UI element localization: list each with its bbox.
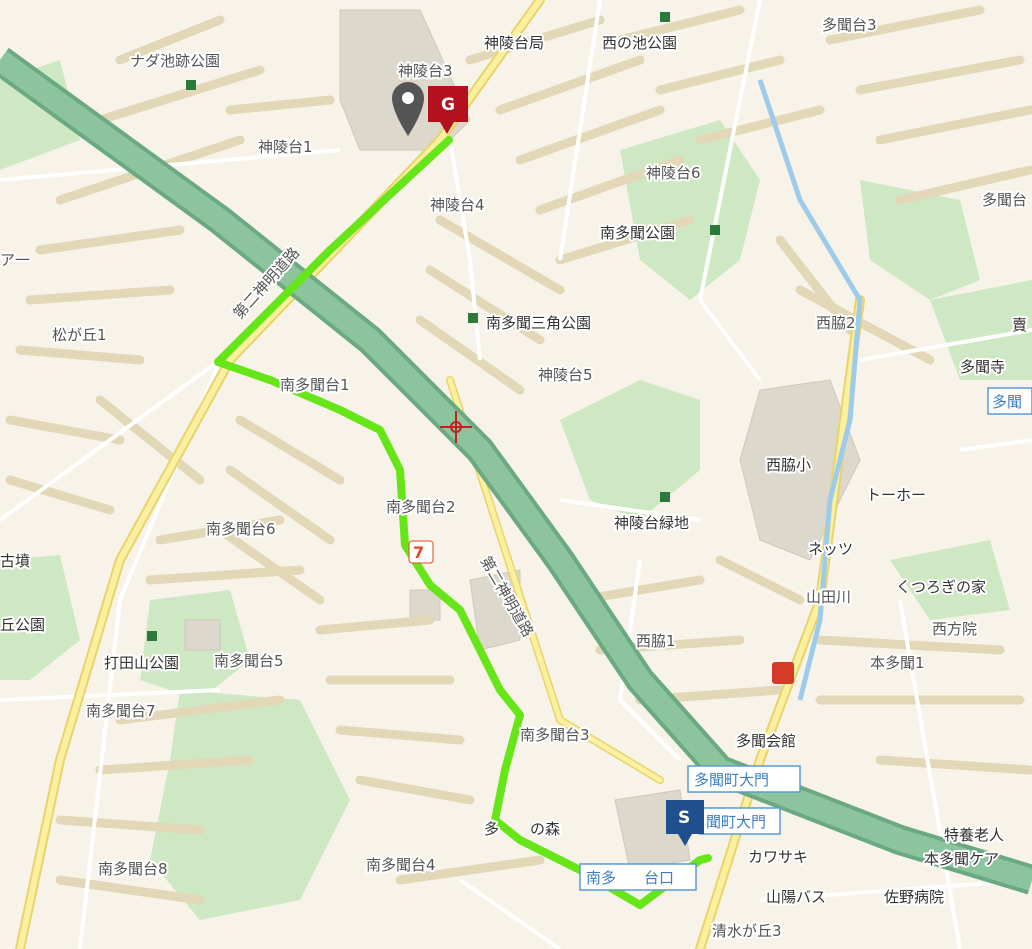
svg-text:多聞町大門: 多聞町大門 — [694, 771, 769, 789]
svg-text:聞町大門: 聞町大門 — [706, 813, 766, 831]
fast-food-icon — [772, 662, 794, 684]
park-icon — [710, 225, 720, 235]
poi-label: ア一 — [0, 251, 30, 269]
area-label: 神陵台5 — [538, 366, 593, 384]
poi-label: 南多聞三角公園 — [486, 314, 591, 332]
svg-text:南多: 南多 — [586, 869, 616, 887]
poi-label: 西の池公園 — [602, 34, 677, 52]
area-label: 神陵台6 — [646, 164, 701, 182]
poi-label: トーホー — [866, 486, 926, 504]
yamada-river — [757, 79, 863, 701]
poi-label: 佐野病院 — [884, 888, 944, 906]
poi-label: 西方院 — [932, 620, 977, 638]
poi-label: ナダ池跡公園 — [130, 52, 220, 70]
area-label: 多聞台3 — [822, 16, 877, 34]
poi-label: 賣 — [1012, 316, 1027, 334]
poi-label: 西脇小 — [766, 456, 811, 474]
area-label: 南多聞台2 — [386, 498, 456, 516]
station-label-tamoncho-daimon-2[interactable]: 聞町大門 — [699, 807, 781, 835]
poi-label: 古墳 — [0, 552, 30, 570]
poi-label: 特養老人 — [944, 826, 1004, 844]
svg-text:G: G — [441, 95, 455, 115]
park-icon — [468, 313, 478, 323]
area-label: 神陵台1 — [258, 138, 313, 156]
area-label: 松が丘1 — [52, 326, 107, 344]
poi-label: くつろぎの家 — [896, 578, 986, 596]
area-label: 本多聞1 — [870, 654, 925, 672]
expressway — [0, 47, 1032, 895]
park-icon — [147, 631, 157, 641]
area-label: 南多聞台1 — [280, 376, 350, 394]
poi-label: 山陽バス — [766, 888, 826, 906]
area-label: 神陵台3 — [398, 62, 453, 80]
park-icon — [660, 492, 670, 502]
poi-label: 多聞寺 — [960, 358, 1005, 376]
svg-text:台口: 台口 — [644, 869, 674, 887]
area-label: 清水が丘3 — [712, 922, 782, 940]
start-marker[interactable]: S — [666, 800, 704, 846]
park-icon — [660, 12, 670, 22]
river-label: 山田川 — [806, 588, 851, 606]
goal-marker[interactable]: G — [428, 86, 468, 134]
station-label-tamoncho-daimon[interactable]: 多聞町大門 — [687, 765, 801, 793]
area-label: 南多聞台4 — [366, 856, 436, 874]
area-label: 南多聞台5 — [214, 652, 284, 670]
location-pin-icon[interactable] — [392, 82, 424, 136]
poi-label: 本多聞ケア — [924, 850, 999, 868]
area-label: 南多聞台8 — [98, 860, 168, 878]
area-label: 神陵台4 — [430, 196, 485, 214]
area-label: 南多聞台7 — [86, 702, 156, 720]
svg-text:S: S — [678, 808, 690, 828]
area-label: 西脇2 — [816, 314, 856, 332]
svg-text:7: 7 — [413, 543, 424, 562]
park-icon — [186, 80, 196, 90]
poi-label: 神陵台局 — [484, 34, 544, 52]
poi-label: 丘公園 — [0, 616, 45, 634]
poi-label: 打田山公園 — [104, 654, 179, 672]
station-label-tamon-edge[interactable]: 多聞 — [987, 387, 1032, 415]
poi-label: 多 — [484, 820, 499, 838]
park-areas — [0, 60, 1032, 920]
street-grid — [5, 5, 1032, 905]
poi-label: ネッツ — [808, 540, 853, 558]
crosshair-icon — [440, 411, 472, 443]
poi-label: カワサキ — [748, 848, 808, 866]
station-label-minamitamondai-guchi[interactable]: 南多 台口 — [579, 863, 697, 891]
area-label: 南多聞台3 — [520, 726, 590, 744]
area-label: 南多聞台6 — [206, 520, 276, 538]
svg-text:多聞: 多聞 — [992, 393, 1022, 411]
area-label: 多聞台 — [982, 191, 1027, 209]
poi-label: 南多聞公園 — [600, 224, 675, 242]
area-label: 西脇1 — [636, 632, 676, 650]
poi-label: の森 — [530, 820, 560, 838]
poi-label: 神陵台緑地 — [614, 514, 689, 532]
poi-label: 多聞会館 — [736, 732, 796, 750]
convenience-store-icon: 7 — [408, 540, 434, 564]
